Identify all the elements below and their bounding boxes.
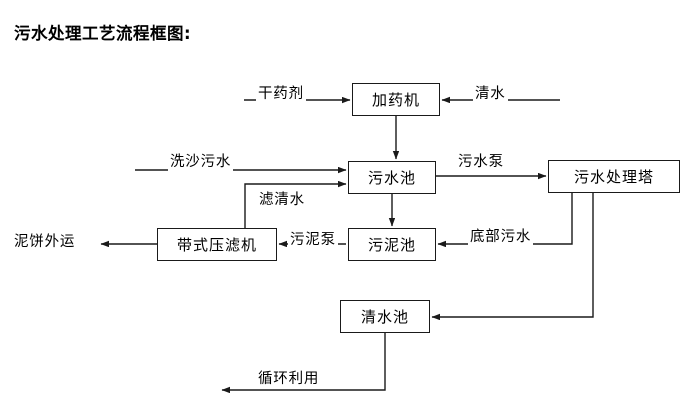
edge-tower-to-clear [431, 193, 594, 321]
terminal-label-mud-cake-out: 泥饼外运 [14, 234, 76, 250]
edge-label-bottom-sewage: 底部污水 [468, 225, 534, 246]
node-sewage-pool[interactable]: 污水池 [348, 161, 436, 194]
node-label: 污水池 [367, 169, 416, 187]
edge-label-recycle-reuse: 循环利用 [256, 367, 322, 388]
edge-clear-to-recycle [221, 333, 386, 394]
edge-label-sewage-pump: 污水泵 [456, 150, 506, 171]
edge-label-dry-agent: 干药剂 [256, 82, 306, 103]
node-label: 带式压滤机 [176, 236, 257, 254]
node-dosing-machine[interactable]: 加药机 [352, 83, 440, 116]
node-label: 污泥池 [367, 236, 416, 254]
page-title: 污水处理工艺流程框图: [14, 24, 192, 43]
edge-label-sand-washing-sewage: 洗沙污水 [168, 150, 234, 171]
edge-filtrate-to-sewage [244, 180, 347, 228]
node-clear-water-pool[interactable]: 清水池 [340, 300, 430, 333]
node-label: 污水处理塔 [573, 168, 654, 186]
node-sludge-pool[interactable]: 污泥池 [348, 228, 436, 261]
node-sewage-treatment-tower[interactable]: 污水处理塔 [548, 160, 680, 193]
edge-label-clean-water: 清水 [473, 82, 508, 103]
edge-label-filtrate: 滤清水 [257, 188, 307, 209]
node-belt-filter-press[interactable]: 带式压滤机 [157, 228, 277, 261]
node-label: 清水池 [360, 308, 409, 326]
node-label: 加药机 [371, 91, 420, 109]
edge-label-sludge-pump: 污泥泵 [288, 228, 338, 249]
